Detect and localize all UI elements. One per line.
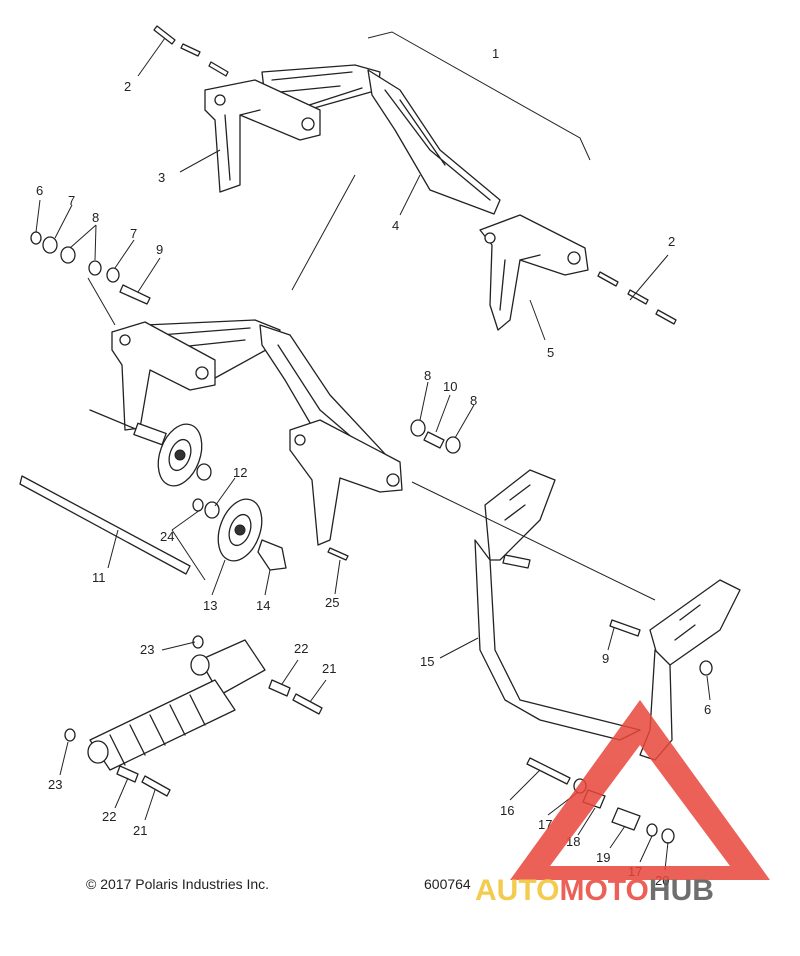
callout-1: 1 — [492, 46, 499, 61]
watermark-moto: MOTO — [559, 874, 648, 907]
callout-5: 5 — [547, 345, 554, 360]
callout-7-right: 7 — [130, 226, 137, 241]
callout-23-upper: 23 — [140, 642, 154, 657]
callout-9-right: 9 — [602, 651, 609, 666]
callout-23-lower: 23 — [48, 777, 62, 792]
callout-2-upper-right: 2 — [668, 234, 675, 249]
upper-rail-frame — [204, 64, 589, 331]
callout-7-left: 7 — [68, 193, 75, 208]
lower-rail-frame — [111, 319, 403, 546]
watermark-logo: AUTOMOTOHUB — [475, 700, 770, 907]
callout-21-lower: 21 — [133, 823, 147, 838]
callout-3: 3 — [158, 170, 165, 185]
callout-12: 12 — [233, 465, 247, 480]
idler-wheels — [19, 409, 349, 575]
hardware-cluster-left — [30, 231, 151, 305]
callout-2-upper-left: 2 — [124, 79, 131, 94]
watermark-triangle-icon — [510, 700, 770, 880]
watermark-text: AUTOMOTOHUB — [475, 874, 714, 907]
assembly-bracket-1 — [367, 31, 591, 161]
callout-8-center-a: 8 — [424, 368, 431, 383]
callout-22-lower: 22 — [102, 809, 116, 824]
copyright-text: © 2017 Polaris Industries Inc. — [86, 876, 269, 892]
callout-11: 11 — [92, 570, 106, 585]
watermark-auto: AUTO — [475, 874, 559, 907]
front-arm-15 — [474, 469, 741, 761]
callout-13: 13 — [203, 598, 217, 613]
diagram-number: 600764 — [424, 876, 471, 892]
callout-24: 24 — [160, 529, 174, 544]
callout-9-left: 9 — [156, 242, 163, 257]
callout-22-upper: 22 — [294, 641, 308, 656]
callout-8-center-b: 8 — [470, 393, 477, 408]
callout-15: 15 — [420, 654, 434, 669]
callout-8-left: 8 — [92, 210, 99, 225]
leader-lines — [35, 37, 711, 871]
callout-19: 19 — [596, 850, 610, 865]
callout-14: 14 — [256, 598, 270, 613]
callout-16: 16 — [500, 803, 514, 818]
callout-10: 10 — [443, 379, 457, 394]
callout-6-right: 6 — [704, 702, 711, 717]
watermark-hub: HUB — [649, 874, 714, 907]
callout-25: 25 — [325, 595, 339, 610]
callout-4: 4 — [392, 218, 399, 233]
callout-6-left: 6 — [36, 183, 43, 198]
hardware-cluster-center — [410, 419, 461, 454]
callout-21-upper: 21 — [322, 661, 336, 676]
bolts-part-2 — [153, 25, 677, 325]
shock-absorber — [64, 635, 323, 797]
